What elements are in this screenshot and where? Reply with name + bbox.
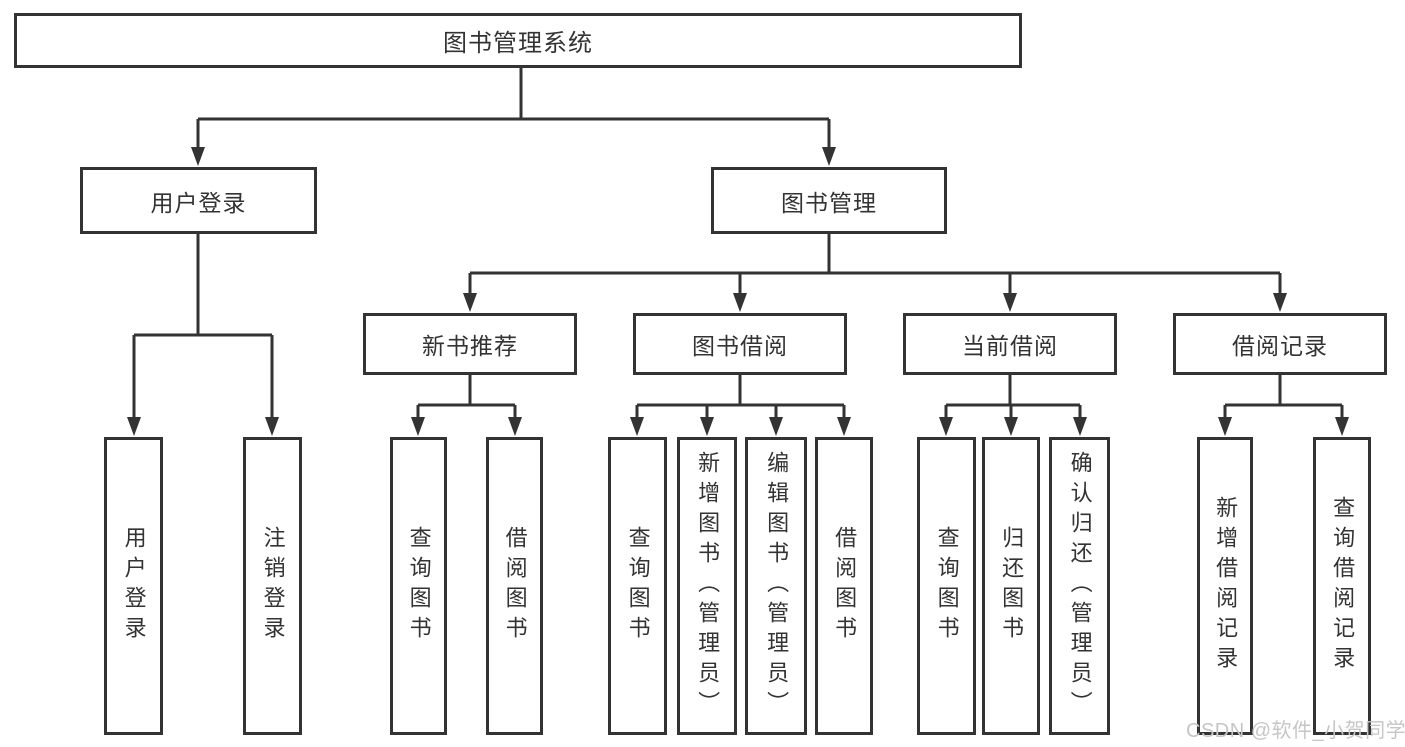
connector-root-to-level2: [191, 67, 836, 166]
connector-bookmgmt-to-level3: [463, 233, 1287, 312]
leaf-query-books-2: 查询图书: [608, 437, 667, 735]
connector-newbook-to-leaves: [411, 375, 522, 436]
connector-userlogin-to-leaves: [127, 233, 279, 436]
node-book-borrowing: 图书借阅: [633, 313, 847, 375]
leaf-logout: 注销登录: [243, 437, 302, 735]
leaf-query-books-1: 查询图书: [390, 437, 447, 735]
leaf-user-login: 用户登录: [104, 437, 163, 735]
node-library-system: 图书管理系统: [14, 13, 1022, 68]
leaf-borrow-books-2: 借阅图书: [815, 437, 873, 735]
node-new-book-recommend: 新书推荐: [363, 313, 577, 375]
leaf-return-books: 归还图书: [982, 437, 1040, 735]
connector-borrow-to-leaves: [630, 375, 851, 436]
leaf-confirm-return-admin: 确认归还（管理员）: [1049, 437, 1110, 735]
connector-current-to-leaves: [939, 375, 1087, 436]
leaf-query-books-3: 查询图书: [917, 437, 976, 735]
leaf-query-borrow-record: 查询借阅记录: [1313, 437, 1371, 735]
leaf-borrow-books-1: 借阅图书: [486, 437, 543, 735]
csdn-watermark: CSDN @软件_小贺同学: [1186, 720, 1405, 742]
node-user-login: 用户登录: [80, 167, 317, 234]
node-current-borrowing: 当前借阅: [903, 313, 1117, 375]
leaf-edit-book-admin: 编辑图书（管理员）: [745, 437, 807, 735]
leaf-add-borrow-record: 新增借阅记录: [1197, 437, 1253, 735]
node-borrow-records: 借阅记录: [1173, 313, 1387, 375]
node-book-management: 图书管理: [711, 167, 947, 234]
connector-records-to-leaves: [1218, 375, 1349, 436]
leaf-add-book-admin: 新增图书（管理员）: [677, 437, 737, 735]
